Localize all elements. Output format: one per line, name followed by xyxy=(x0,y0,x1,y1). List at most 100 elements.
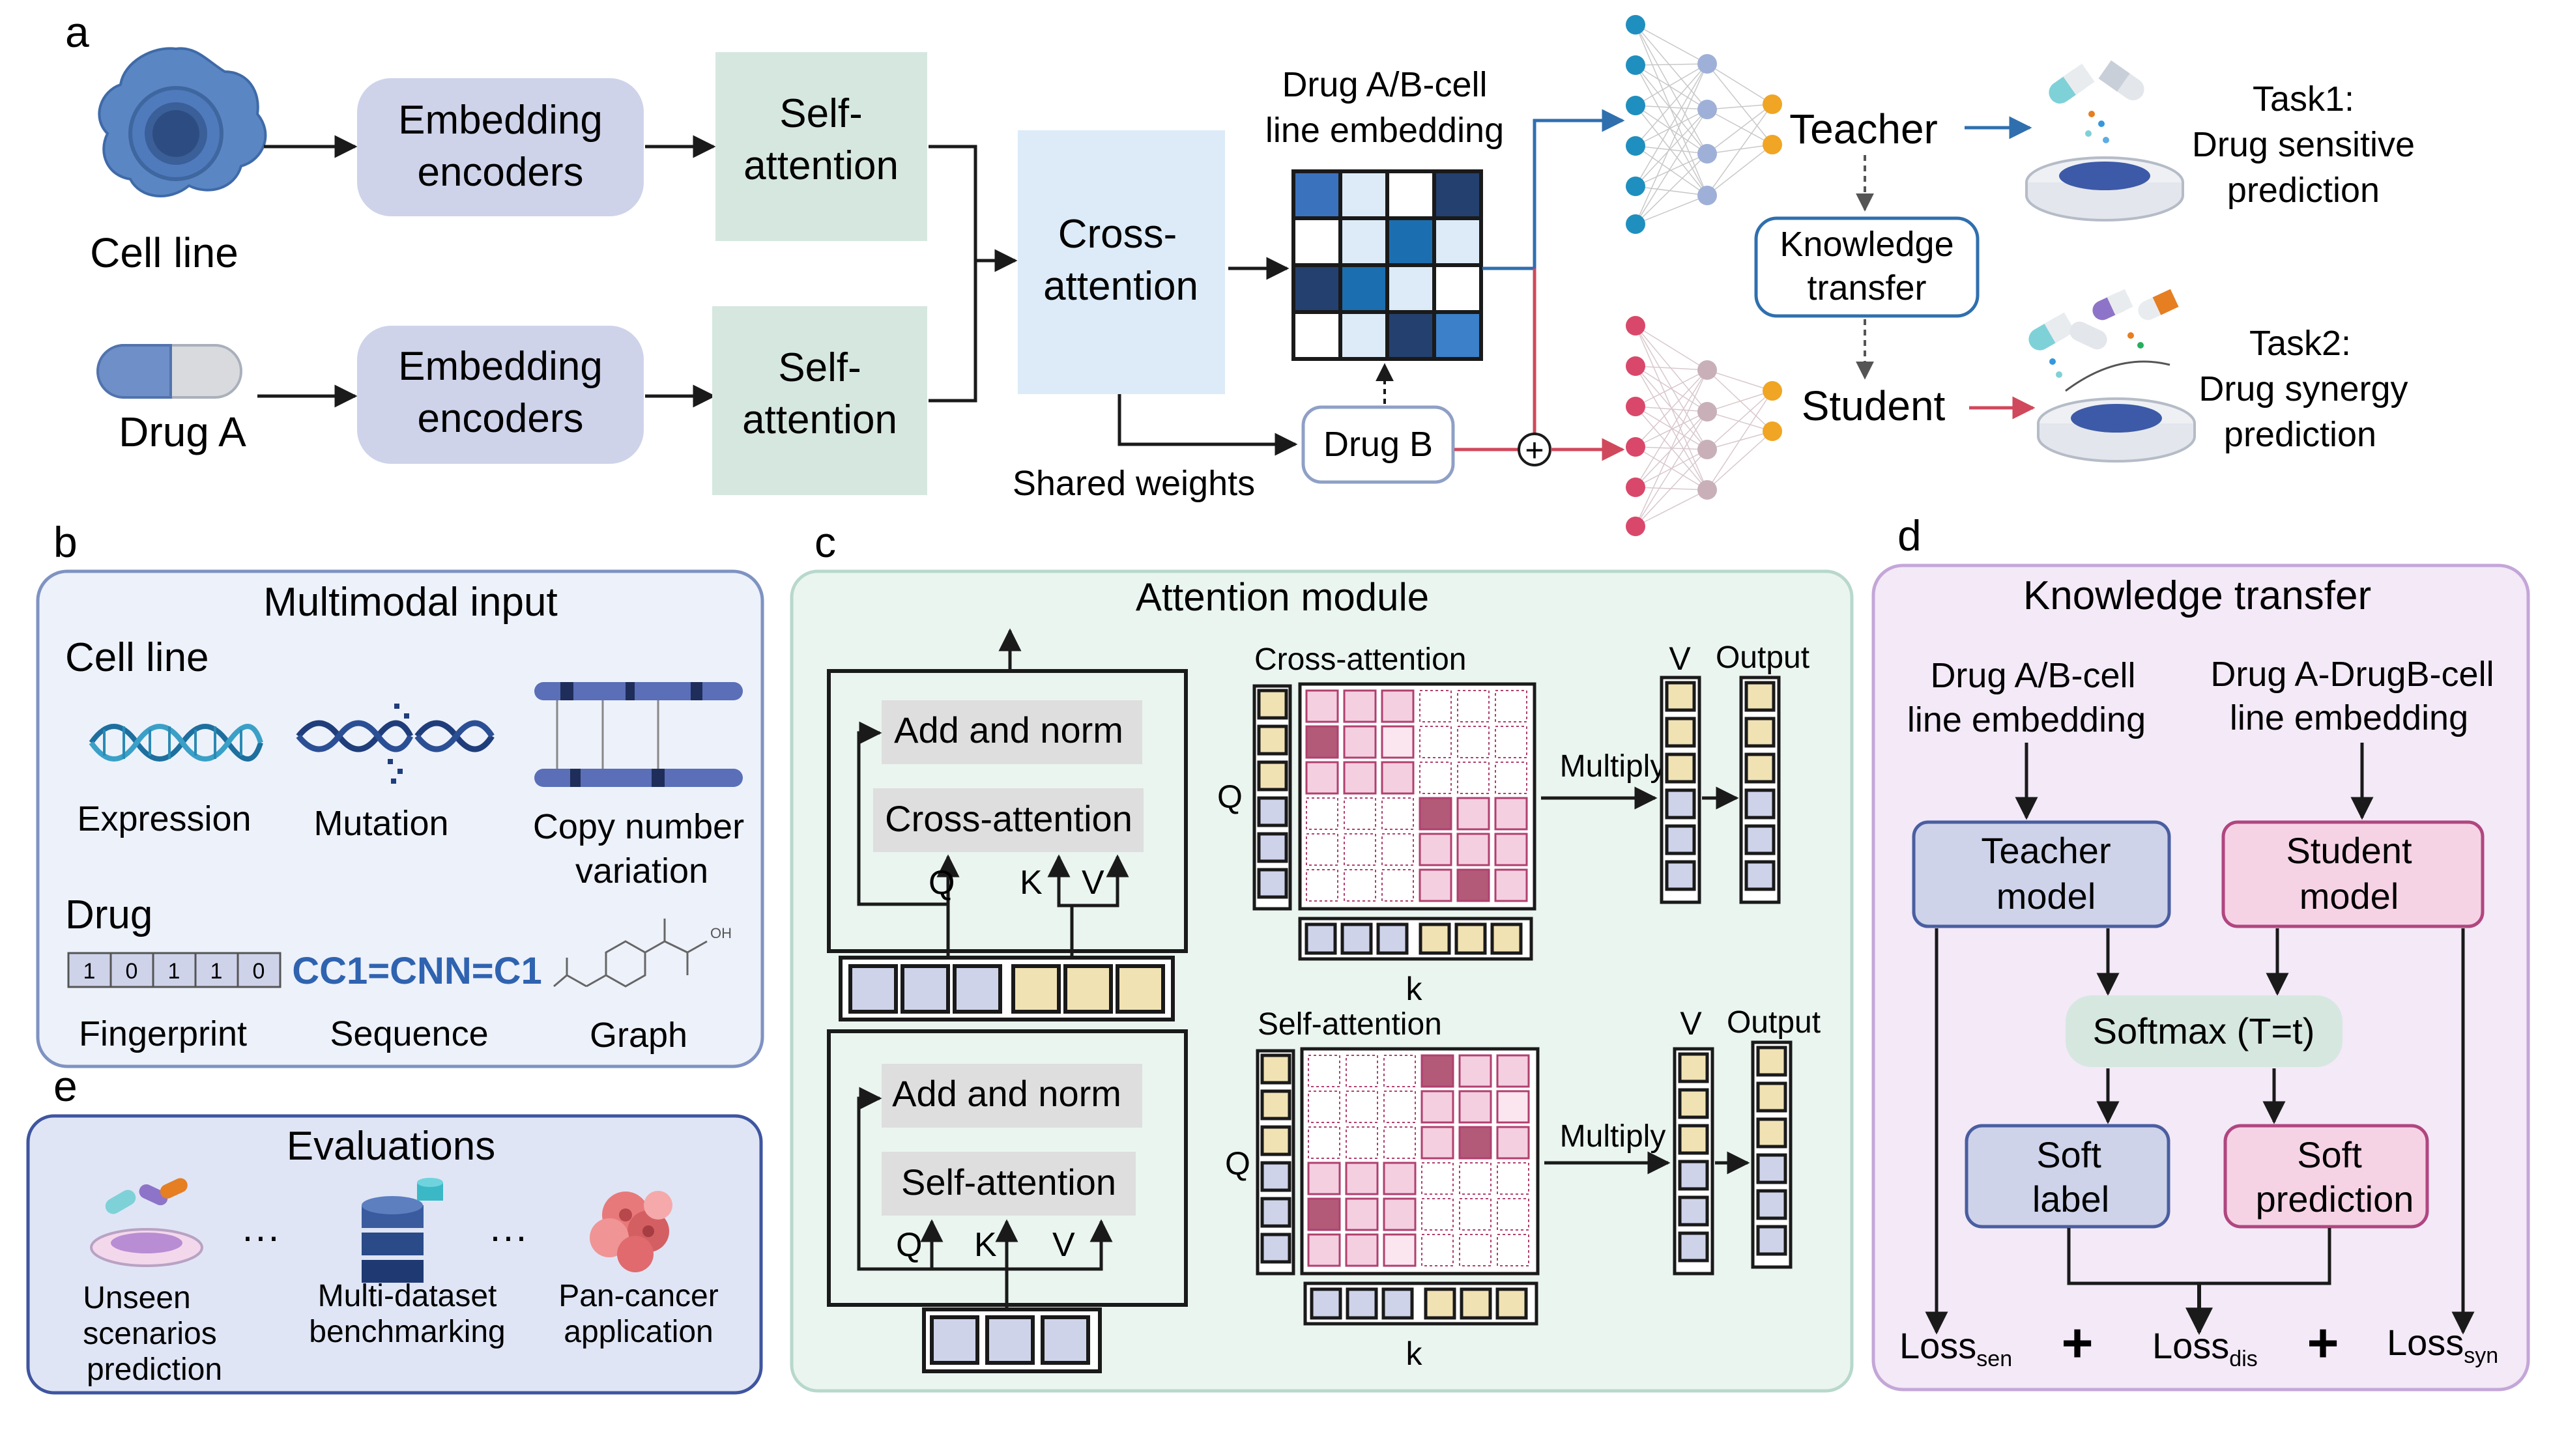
petri-dish-task1-icon xyxy=(2025,60,2184,221)
knowledge-transfer-box xyxy=(1754,216,1980,318)
soft-pred-l2: prediction xyxy=(2256,1178,2414,1220)
cnv-label-l2: variation xyxy=(575,851,708,891)
embedding-matrix xyxy=(1291,169,1483,361)
k-arrow-top xyxy=(1047,854,1074,958)
expression-label: Expression xyxy=(77,799,251,838)
self-attention-bottom-l2: attention xyxy=(742,397,897,442)
sequence-label: Sequence xyxy=(330,1014,488,1053)
cross-attention-matrix xyxy=(1298,682,1536,911)
cross-k-label: k xyxy=(1406,971,1423,1007)
q-label-top: Q xyxy=(929,864,955,902)
plus-node xyxy=(1518,433,1551,466)
student-model-box xyxy=(2221,820,2485,928)
unseen-l3: prediction xyxy=(87,1352,222,1387)
embedding-encoder-top xyxy=(357,78,644,216)
v-arrow-top xyxy=(1072,854,1129,907)
loss-dis-text: Loss xyxy=(2152,1325,2229,1366)
self-output-label: Output xyxy=(1727,1005,1821,1040)
teacher-model-l2: model xyxy=(1997,876,2096,917)
embedding-title-l1: Drug A/B-cell xyxy=(1282,65,1487,104)
self-attention-bottom xyxy=(712,306,927,495)
cross-q-label: Q xyxy=(1217,778,1243,815)
soft-label-l2: label xyxy=(2032,1178,2109,1220)
self-multiply-label: Multiply xyxy=(1560,1119,1666,1154)
self-k-row xyxy=(1303,1281,1538,1326)
soft-prediction-box xyxy=(2223,1124,2429,1229)
panel-label-e: e xyxy=(53,1062,78,1110)
encoder-top-l2: encoders xyxy=(417,150,583,195)
self-output-column xyxy=(1751,1040,1793,1269)
token-row-bottom xyxy=(922,1307,1102,1373)
fingerprint-bits: 1 0 1 1 0 xyxy=(67,952,281,988)
k-label-bottom: K xyxy=(974,1226,997,1264)
task2-l1: Task2: xyxy=(2249,324,2351,363)
self-v-column xyxy=(1673,1047,1714,1276)
loss-plus-1: + xyxy=(2061,1312,2093,1373)
panel-label-d: d xyxy=(1897,511,1922,560)
soft-pred-l1: Soft xyxy=(2297,1134,2362,1175)
smiles-sequence: CC1=CNN=C1 xyxy=(292,950,542,992)
unseen-l2: scenarios xyxy=(83,1317,216,1351)
panel-label-b: b xyxy=(53,518,78,566)
cross-attention-box xyxy=(1018,130,1225,394)
loss-sen: Losssen xyxy=(1899,1325,2012,1371)
loss-dis: Lossdis xyxy=(2152,1325,2258,1371)
panel-e: e Evaluations ··· Unseen scenarios predi… xyxy=(26,1062,763,1395)
multi-l2: benchmarking xyxy=(309,1315,506,1349)
encoder-top-l1: Embedding xyxy=(398,98,603,143)
fingerprint-bit: 0 xyxy=(253,959,265,984)
pan-l1: Pan-cancer xyxy=(558,1279,718,1313)
self-attention-top-l2: attention xyxy=(743,143,899,188)
add-norm-bottom-label: Add and norm xyxy=(892,1073,1121,1114)
panel-b-title: Multimodal input xyxy=(263,580,557,625)
self-v-label: V xyxy=(1680,1005,1702,1042)
drug-a-label: Drug A xyxy=(119,408,246,455)
loss-syn-sub: syn xyxy=(2464,1343,2498,1368)
cross-attention-inner-label: Cross-attention xyxy=(885,798,1132,839)
soft-label-box xyxy=(1965,1124,2170,1229)
task2-l3: prediction xyxy=(2224,415,2376,454)
loss-plus-2: + xyxy=(2307,1312,2339,1373)
cross-output-label: Output xyxy=(1716,640,1809,675)
self-attention-matrix xyxy=(1300,1047,1540,1276)
encoder-bottom-l1: Embedding xyxy=(398,344,603,389)
loss-sen-sub: sen xyxy=(1976,1347,2012,1371)
fingerprint-bit: 1 xyxy=(210,959,223,984)
copy-number-variation-icon xyxy=(534,682,743,787)
teacher-network xyxy=(1626,15,1782,234)
fingerprint-bit: 1 xyxy=(83,959,96,984)
emb-left-l2: line embedding xyxy=(1907,700,2146,739)
q-arrow-bottom xyxy=(920,1219,1007,1271)
k-label-top: K xyxy=(1020,864,1043,902)
panel-label-c: c xyxy=(814,518,836,566)
mutation-label: Mutation xyxy=(313,804,448,843)
emb-left-l1: Drug A/B-cell xyxy=(1930,656,2135,695)
cell-line-label: Cell line xyxy=(90,229,238,276)
drug-a-capsule-icon xyxy=(96,344,242,399)
fingerprint-bit: 0 xyxy=(126,959,138,984)
multi-l1: Multi-dataset xyxy=(318,1279,497,1313)
teacher-model-l1: Teacher xyxy=(1981,830,2111,871)
task1-l3: prediction xyxy=(2227,171,2380,210)
drug-b-box xyxy=(1301,405,1455,484)
panel-d: d Knowledge transfer Drug A/B-cell line … xyxy=(1871,511,2530,1392)
petri-dish-task2-icon xyxy=(2028,289,2196,463)
shared-weights-label: Shared weights xyxy=(1013,464,1255,503)
panel-d-title: Knowledge transfer xyxy=(2023,573,2371,618)
database-stack-icon xyxy=(362,1178,443,1283)
cell-line-icon xyxy=(98,47,267,197)
v-arrow-bottom xyxy=(1007,1219,1113,1271)
self-q-column xyxy=(1256,1049,1295,1276)
loss-syn: Losssyn xyxy=(2387,1322,2498,1368)
cross-q-column xyxy=(1252,684,1292,911)
cross-v-column xyxy=(1660,676,1701,904)
drug-heading: Drug xyxy=(65,892,152,937)
student-model-l2: model xyxy=(2299,876,2399,917)
panel-a: a Cell line Drug A Embedding encoders Em… xyxy=(65,8,2415,536)
molecule-graph-icon xyxy=(553,919,708,988)
loss-dis-sub: dis xyxy=(2229,1347,2257,1371)
residual-top xyxy=(857,721,882,906)
self-matrix-heading: Self-attention xyxy=(1258,1007,1442,1042)
add-norm-box-bottom xyxy=(882,1064,1142,1128)
pan-l2: application xyxy=(564,1315,714,1349)
